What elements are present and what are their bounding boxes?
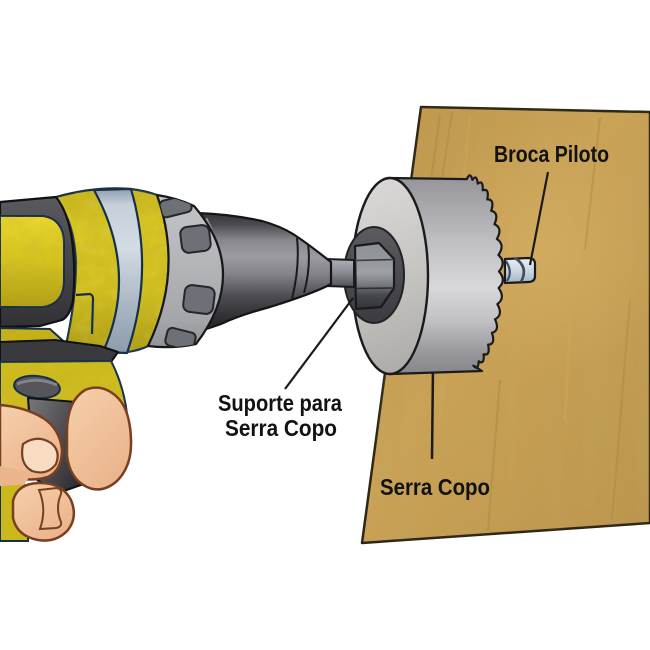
- svg-text:Suporte para: Suporte para: [218, 390, 342, 416]
- svg-text:Serra Copo: Serra Copo: [380, 474, 490, 500]
- svg-text:Serra Copo: Serra Copo: [225, 415, 337, 441]
- svg-text:Broca Piloto: Broca Piloto: [494, 141, 609, 167]
